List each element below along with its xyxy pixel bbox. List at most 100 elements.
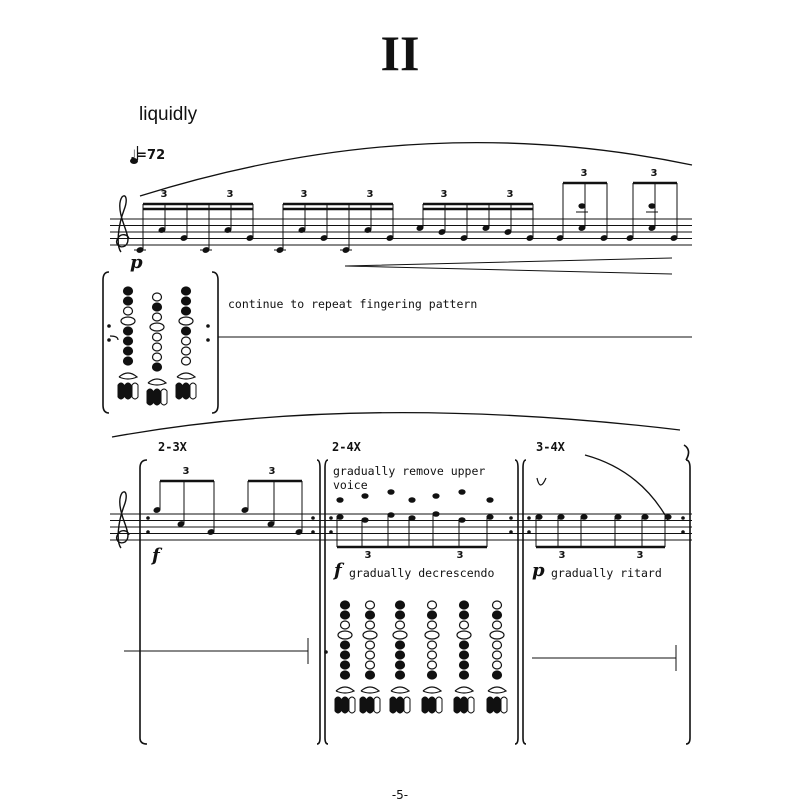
notehead xyxy=(387,512,395,518)
key-hole xyxy=(394,610,406,620)
key-hole xyxy=(458,650,470,660)
key-hole xyxy=(151,302,163,312)
staff-1 xyxy=(110,218,692,246)
key-hole xyxy=(426,670,438,680)
notehead xyxy=(504,229,512,235)
pinky-key xyxy=(493,696,501,714)
pinky-key xyxy=(486,696,494,714)
key-lever xyxy=(176,372,197,380)
repeat-dots xyxy=(107,324,685,654)
tuplet-number: 3 xyxy=(637,550,644,561)
notehead-upper xyxy=(336,497,344,503)
repeat-count-1: 2-3X xyxy=(158,440,187,454)
tempo-marking: liquidly xyxy=(139,104,198,125)
metronome-quarter-note xyxy=(130,146,139,164)
key-hole xyxy=(151,362,163,372)
key-hole xyxy=(394,640,406,650)
key-hole xyxy=(364,660,376,670)
key-lever xyxy=(454,686,475,694)
repeat-count-2: 2-4X xyxy=(332,440,361,454)
notehead xyxy=(438,229,446,235)
notehead-upper xyxy=(578,203,586,209)
system2-arc xyxy=(111,411,681,521)
notehead xyxy=(246,235,254,241)
key-hole xyxy=(180,306,192,316)
pinky-key xyxy=(160,388,168,406)
pinky-key xyxy=(146,388,154,406)
tuplet-number: 3 xyxy=(269,466,276,477)
notehead xyxy=(158,227,166,233)
key-hole xyxy=(180,336,192,346)
pinky-key xyxy=(453,696,461,714)
fingering-charts xyxy=(117,286,508,714)
pinky-key xyxy=(421,696,429,714)
pinky-key xyxy=(373,696,381,714)
key-hole xyxy=(364,620,376,630)
tuplet-number: 3 xyxy=(301,189,308,200)
key-hole xyxy=(122,296,134,306)
key-hole xyxy=(491,650,503,660)
key-hole xyxy=(151,342,163,352)
key-lever xyxy=(335,686,356,694)
notehead xyxy=(432,511,440,517)
notehead xyxy=(267,521,275,527)
notehead xyxy=(614,514,622,520)
instruction-remove-upper-voice: gradually remove upper voice xyxy=(333,464,486,492)
key-hole xyxy=(180,296,192,306)
page-number: -5- xyxy=(391,788,409,802)
notehead xyxy=(648,225,656,231)
pinky-key xyxy=(175,382,183,400)
key-hole xyxy=(339,620,351,630)
notehead xyxy=(458,517,466,523)
key-hole xyxy=(426,600,438,610)
system1-slur xyxy=(139,141,693,197)
key-hole xyxy=(180,286,192,296)
breath-mark xyxy=(536,477,547,486)
key-hole xyxy=(491,620,503,630)
fingering-chart xyxy=(389,600,411,714)
key-hole xyxy=(491,610,503,620)
notehead xyxy=(460,235,468,241)
dynamic-f-section2: f xyxy=(334,560,342,581)
notehead xyxy=(224,227,232,233)
beams xyxy=(143,181,677,549)
key-hole xyxy=(122,356,134,366)
key-hole xyxy=(339,610,351,620)
notehead xyxy=(320,235,328,241)
key-hole xyxy=(151,292,163,302)
key-hole xyxy=(339,650,351,660)
key-hole xyxy=(120,316,136,326)
notehead-upper xyxy=(361,493,369,499)
key-hole xyxy=(362,630,378,640)
notehead-upper xyxy=(432,493,440,499)
tuplet-number: 3 xyxy=(581,168,588,179)
key-hole xyxy=(180,356,192,366)
pinky-key xyxy=(396,696,404,714)
treble-clef-2 xyxy=(115,491,130,549)
pinky-key xyxy=(428,696,436,714)
notehead xyxy=(535,514,543,520)
notehead-upper xyxy=(486,497,494,503)
notehead xyxy=(486,514,494,520)
pinky-key xyxy=(182,382,190,400)
notehead xyxy=(600,235,608,241)
key-hole xyxy=(364,640,376,650)
key-lever xyxy=(118,372,139,380)
dynamic-f-section1: f xyxy=(152,545,160,566)
key-hole xyxy=(151,352,163,362)
notehead xyxy=(578,225,586,231)
notehead-upper xyxy=(408,497,416,503)
pinky-key xyxy=(334,696,342,714)
key-hole xyxy=(491,600,503,610)
fingering-chart xyxy=(146,292,168,406)
fingering-chart xyxy=(175,286,197,400)
notehead xyxy=(241,507,249,513)
key-hole xyxy=(122,336,134,346)
notehead-upper xyxy=(458,489,466,495)
key-lever xyxy=(147,378,168,386)
pinky-key xyxy=(117,382,125,400)
notehead xyxy=(295,529,303,535)
notehead xyxy=(557,514,565,520)
